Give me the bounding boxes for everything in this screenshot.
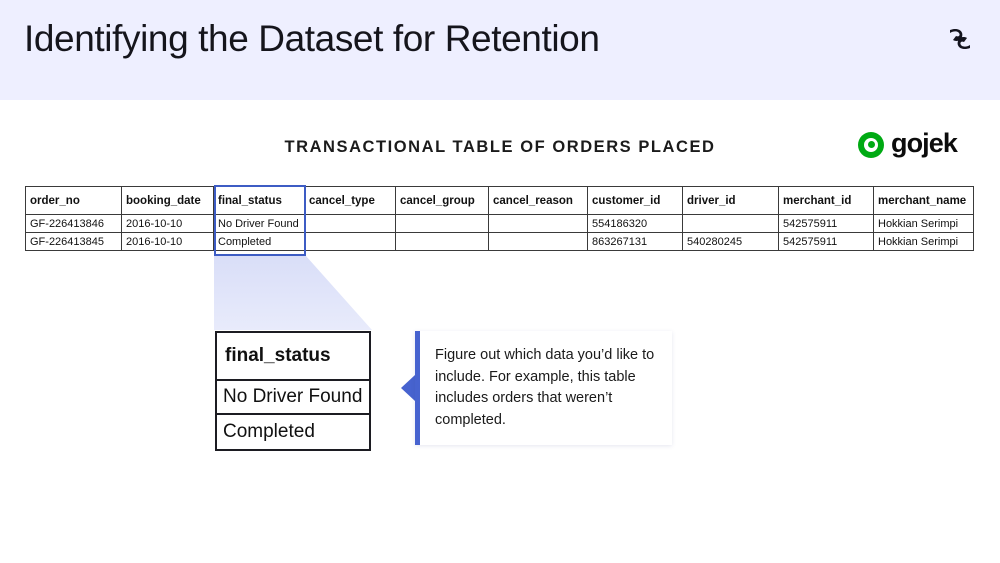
section-title: TRANSACTIONAL TABLE OF ORDERS PLACED	[284, 138, 716, 156]
cell-order_no-1: GF-226413845	[25, 232, 122, 251]
gojek-wordmark: gojek	[891, 128, 958, 158]
column-header-cancel_reason: cancel_reason	[488, 186, 588, 215]
cell-cancel_reason-1	[488, 232, 588, 251]
zoom-callout-header: final_status	[217, 333, 369, 381]
cell-cancel_type-1	[304, 232, 396, 251]
column-header-order_no: order_no	[25, 186, 122, 215]
cell-customer_id-1: 863267131	[587, 232, 683, 251]
column-header-final_status: final_status	[213, 186, 305, 215]
column-header-cancel_group: cancel_group	[395, 186, 489, 215]
column-header-cancel_type: cancel_type	[304, 186, 396, 215]
column-header-driver_id: driver_id	[682, 186, 779, 215]
column-header-merchant_name: merchant_name	[873, 186, 974, 215]
explanation-note-box: Figure out which data you’d like to incl…	[415, 331, 672, 445]
page-title: Identifying the Dataset for Retention	[24, 18, 600, 59]
column-header-merchant_id: merchant_id	[778, 186, 874, 215]
explanation-note-text: Figure out which data you’d like to incl…	[435, 347, 655, 428]
cell-final_status-1: Completed	[213, 232, 305, 251]
zoom-connector-shape	[214, 256, 374, 332]
cell-final_status-0: No Driver Found	[213, 214, 305, 233]
cell-customer_id-0: 554186320	[587, 214, 683, 233]
gojek-ring	[864, 137, 878, 152]
cell-cancel_group-0	[395, 214, 489, 233]
slide-header-banner: Identifying the Dataset for Retention	[0, 0, 1000, 100]
gojek-logo: gojek	[858, 128, 958, 158]
cell-driver_id-0	[682, 214, 779, 233]
gojek-circle-icon	[858, 131, 884, 158]
gojek-dot	[867, 141, 875, 148]
cell-booking_date-0: 2016-10-10	[121, 214, 214, 233]
cell-cancel_reason-0	[488, 214, 588, 233]
revolving-arrows-logo-icon	[942, 21, 978, 57]
column-header-customer_id: customer_id	[587, 186, 683, 215]
cell-merchant_name-1: Hokkian Serimpi	[873, 232, 974, 251]
zoom-callout-value-1: Completed	[223, 421, 315, 442]
cell-merchant_id-0: 542575911	[778, 214, 874, 233]
column-header-booking_date: booking_date	[121, 186, 214, 215]
note-pointer-arrow	[401, 375, 415, 401]
cell-booking_date-1: 2016-10-10	[121, 232, 214, 251]
cell-cancel_group-1	[395, 232, 489, 251]
zoom-callout-value-0: No Driver Found	[217, 381, 369, 415]
cell-order_no-0: GF-226413846	[25, 214, 122, 233]
cell-merchant_name-0: Hokkian Serimpi	[873, 214, 974, 233]
cell-driver_id-1: 540280245	[682, 232, 779, 251]
cell-cancel_type-0	[304, 214, 396, 233]
zoomed-column-callout: final_status No Driver Found Completed	[215, 331, 371, 451]
cell-merchant_id-1: 542575911	[778, 232, 874, 251]
